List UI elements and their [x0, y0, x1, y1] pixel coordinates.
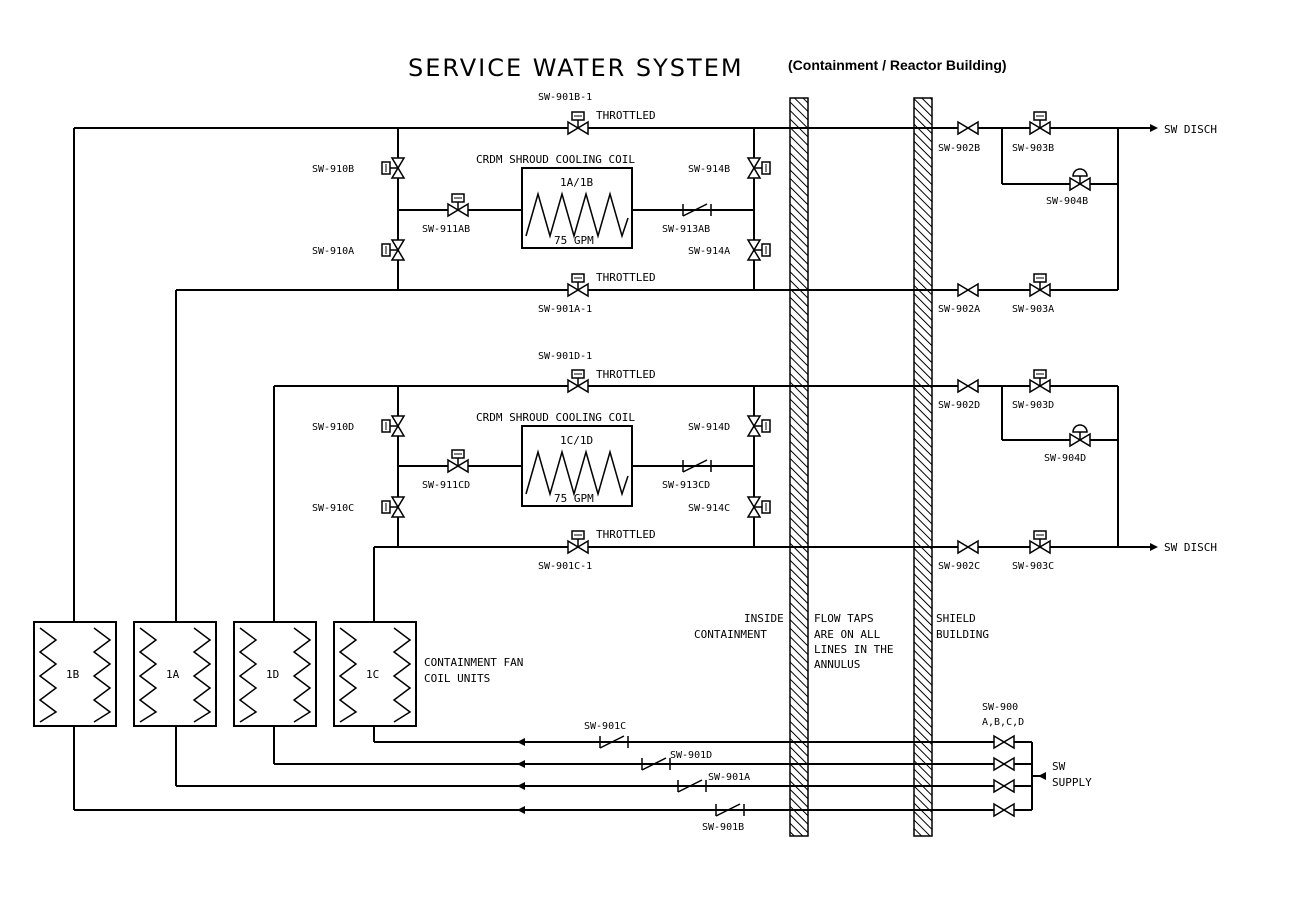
valve-sw-910d[interactable]: [382, 416, 404, 436]
valve-sw-914d[interactable]: [748, 416, 770, 436]
throttled-3: THROTTLED: [596, 368, 656, 381]
valve-sw-901d-1[interactable]: [568, 370, 588, 392]
note-shield-2: BUILDING: [936, 628, 989, 641]
fan-units-label-2: COIL UNITS: [424, 672, 490, 685]
label-sw-910d: SW-910D: [312, 422, 354, 433]
valve-sw-900c[interactable]: [993, 779, 1015, 793]
label-sw-914c: SW-914C: [688, 503, 730, 514]
valve-sw-901b-1[interactable]: [568, 112, 588, 134]
valve-sw-904b[interactable]: [1070, 169, 1090, 190]
note-flowtaps-4: ANNULUS: [814, 658, 860, 671]
label-sw-903c: SW-903C: [1012, 561, 1054, 572]
label-sw-902b: SW-902B: [938, 143, 980, 154]
label-sw-914a: SW-914A: [688, 246, 730, 257]
arrow-sw-disch-top: [1150, 124, 1158, 132]
note-flowtaps-3: LINES IN THE: [814, 643, 893, 656]
fan-unit-label-1a: 1A: [166, 668, 180, 681]
crdm-coil-header-top: CRDM SHROUD COOLING COIL: [476, 153, 635, 166]
fan-unit-label-1c: 1C: [366, 668, 379, 681]
valve-sw-902d[interactable]: [957, 379, 979, 393]
note-flowtaps-1: FLOW TAPS: [814, 612, 874, 625]
crdm-coil-flow-top: 75 GPM: [554, 234, 594, 247]
label-sw-904d: SW-904D: [1044, 453, 1086, 464]
valve-sw-900d[interactable]: [993, 803, 1015, 817]
valve-sw-902c[interactable]: [957, 540, 979, 554]
valve-sw-901a-1[interactable]: [568, 274, 588, 296]
label-sw-901c: SW-901C: [584, 721, 626, 732]
label-sw-914b: SW-914B: [688, 164, 730, 175]
throttled-2: THROTTLED: [596, 271, 656, 284]
label-sw-902c: SW-902C: [938, 561, 980, 572]
crdm-coil-header-bottom: CRDM SHROUD COOLING COIL: [476, 411, 635, 424]
throttled-1: THROTTLED: [596, 109, 656, 122]
label-sw-901a-1: SW-901A-1: [538, 304, 592, 315]
valve-sw-900b[interactable]: [993, 757, 1015, 771]
label-sw-911ab: SW-911AB: [422, 224, 470, 235]
fan-coil-unit-1d: 1D: [233, 621, 317, 727]
shield-building-wall: [913, 97, 933, 837]
label-sw-914d: SW-914D: [688, 422, 730, 433]
valve-sw-900a[interactable]: [993, 735, 1015, 749]
label-sw-903a: SW-903A: [1012, 304, 1054, 315]
diagram-subtitle: (Containment / Reactor Building): [788, 57, 1007, 73]
label-sw-901d: SW-901D: [670, 750, 712, 761]
sw-supply-label-1: SW: [1052, 760, 1066, 773]
arrow-sw-disch-bottom: [1150, 543, 1158, 551]
valve-sw-914c[interactable]: [748, 497, 770, 517]
sw-disch-label-bottom: SW DISCH: [1164, 541, 1217, 554]
crdm-coil-flow-bottom: 75 GPM: [554, 492, 594, 505]
valve-sw-901c-1[interactable]: [568, 531, 588, 553]
note-flowtaps-2: ARE ON ALL: [814, 628, 881, 641]
diagram-title: SERVICE WATER SYSTEM: [408, 54, 744, 82]
label-sw-900-abcd: A,B,C,D: [982, 717, 1024, 728]
valve-sw-902b[interactable]: [957, 121, 979, 135]
valve-sw-903d[interactable]: [1030, 370, 1050, 392]
label-sw-901c-1: SW-901C-1: [538, 561, 592, 572]
fan-coil-unit-1a: 1A: [133, 621, 217, 727]
valve-sw-903b[interactable]: [1030, 112, 1050, 134]
label-sw-910b: SW-910B: [312, 164, 354, 175]
label-sw-910a: SW-910A: [312, 246, 354, 257]
valve-sw-910c[interactable]: [382, 497, 404, 517]
label-sw-903d: SW-903D: [1012, 400, 1054, 411]
crdm-coil-name-top: 1A/1B: [560, 176, 593, 189]
valve-sw-910a[interactable]: [382, 240, 404, 260]
label-sw-902a: SW-902A: [938, 304, 980, 315]
containment-wall: [789, 97, 809, 837]
sw-supply-label-2: SUPPLY: [1052, 776, 1092, 789]
throttled-4: THROTTLED: [596, 528, 656, 541]
valve-sw-911cd[interactable]: [448, 450, 468, 472]
label-sw-903b: SW-903B: [1012, 143, 1054, 154]
note-inside-2: CONTAINMENT: [694, 628, 767, 641]
fan-unit-label-1b: 1B: [66, 668, 80, 681]
label-sw-901b-1: SW-901B-1: [538, 92, 592, 103]
valve-sw-903a[interactable]: [1030, 274, 1050, 296]
valve-sw-902a[interactable]: [957, 283, 979, 297]
note-inside-1: INSIDE: [744, 612, 784, 625]
label-sw-910c: SW-910C: [312, 503, 354, 514]
valve-sw-914b[interactable]: [748, 158, 770, 178]
label-sw-901a: SW-901A: [708, 772, 750, 783]
label-sw-913cd: SW-913CD: [662, 480, 710, 491]
label-sw-902d: SW-902D: [938, 400, 980, 411]
valve-sw-910b[interactable]: [382, 158, 404, 178]
fan-unit-label-1d: 1D: [266, 668, 279, 681]
valve-sw-903c[interactable]: [1030, 531, 1050, 553]
label-sw-900: SW-900: [982, 702, 1018, 713]
label-sw-913ab: SW-913AB: [662, 224, 710, 235]
valve-sw-904d[interactable]: [1070, 425, 1090, 446]
label-sw-911cd: SW-911CD: [422, 480, 470, 491]
valve-sw-911ab[interactable]: [448, 194, 468, 216]
crdm-coil-name-bottom: 1C/1D: [560, 434, 593, 447]
label-sw-901b: SW-901B: [702, 822, 744, 833]
fan-coil-unit-1c: 1C: [333, 621, 417, 727]
valve-sw-914a[interactable]: [748, 240, 770, 260]
fan-units-label-1: CONTAINMENT FAN: [424, 656, 523, 669]
label-sw-904b: SW-904B: [1046, 196, 1088, 207]
sw-disch-label-top: SW DISCH: [1164, 123, 1217, 136]
fan-coil-unit-1b: 1B: [33, 621, 117, 727]
label-sw-901d-1: SW-901D-1: [538, 351, 592, 362]
note-shield-1: SHIELD: [936, 612, 976, 625]
